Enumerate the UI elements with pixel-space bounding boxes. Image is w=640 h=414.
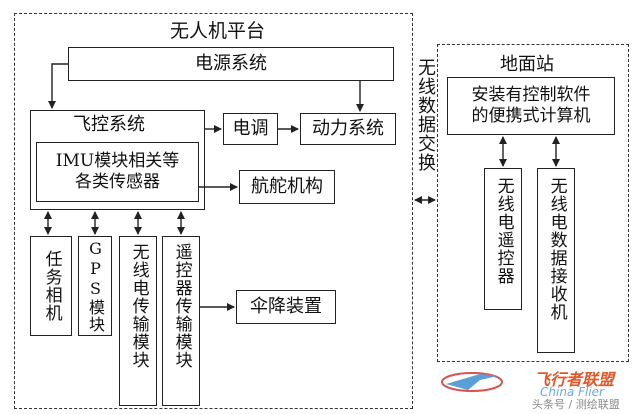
gps-module-box: GPS模块 <box>78 236 112 336</box>
flight-control-label: 飞控系统 <box>73 114 145 135</box>
remote-controller-label: 无线电遥控器 <box>493 177 514 285</box>
watermark-logo-icon <box>440 366 504 394</box>
watermark-source: 头条号 / 测绘联盟 <box>532 398 620 411</box>
rc-transmission-box: 遥控器传输模块 <box>162 236 200 406</box>
remote-controller-box: 无线电遥控器 <box>484 168 522 310</box>
ground-station-region <box>437 44 629 362</box>
wireless-transmission-box: 无线电传输模块 <box>119 236 157 406</box>
servo-label: 航舵机构 <box>251 175 323 197</box>
data-receiver-label: 无线电数据接收机 <box>546 177 567 321</box>
power-to-flight-control-arrow <box>48 63 68 109</box>
rc-transmission-label: 遥控器传输模块 <box>171 243 192 369</box>
ground-station-title: 地面站 <box>500 54 554 75</box>
mission-camera-label: 任务相机 <box>41 250 62 322</box>
portable-computer-box: 安装有控制软件 的便携式计算机 <box>447 77 615 135</box>
propulsion-label: 动力系统 <box>312 117 384 139</box>
parachute-box: 伞降装置 <box>236 290 336 324</box>
gps-module-label: GPS模块 <box>86 239 105 333</box>
parachute-label: 伞降装置 <box>250 295 322 317</box>
power-system-box: 电源系统 <box>68 47 394 81</box>
watermark-brand-en: China Flier <box>540 385 604 399</box>
wireless-transmission-label: 无线电传输模块 <box>128 243 149 369</box>
imu-sensors-box: IMU模块相关等 各类传感器 <box>36 142 199 202</box>
data-receiver-box: 无线电数据接收机 <box>537 168 575 353</box>
wireless-exchange-label: 无线数据交换 <box>415 58 436 172</box>
uav-platform-region <box>14 13 413 409</box>
esc-label: 电调 <box>232 117 269 139</box>
imu-sensors-label: IMU模块相关等 各类传感器 <box>55 150 180 192</box>
watermark-brand-cn: 飞行者联盟 <box>534 370 615 389</box>
propulsion-box: 动力系统 <box>300 113 396 145</box>
servo-box: 航舵机构 <box>239 170 335 204</box>
portable-computer-label: 安装有控制软件 的便携式计算机 <box>471 84 591 126</box>
platform-title: 无人机平台 <box>170 20 266 42</box>
power-system-label: 电源系统 <box>195 52 267 74</box>
esc-box: 电调 <box>223 113 278 145</box>
mission-camera-box: 任务相机 <box>30 236 72 336</box>
